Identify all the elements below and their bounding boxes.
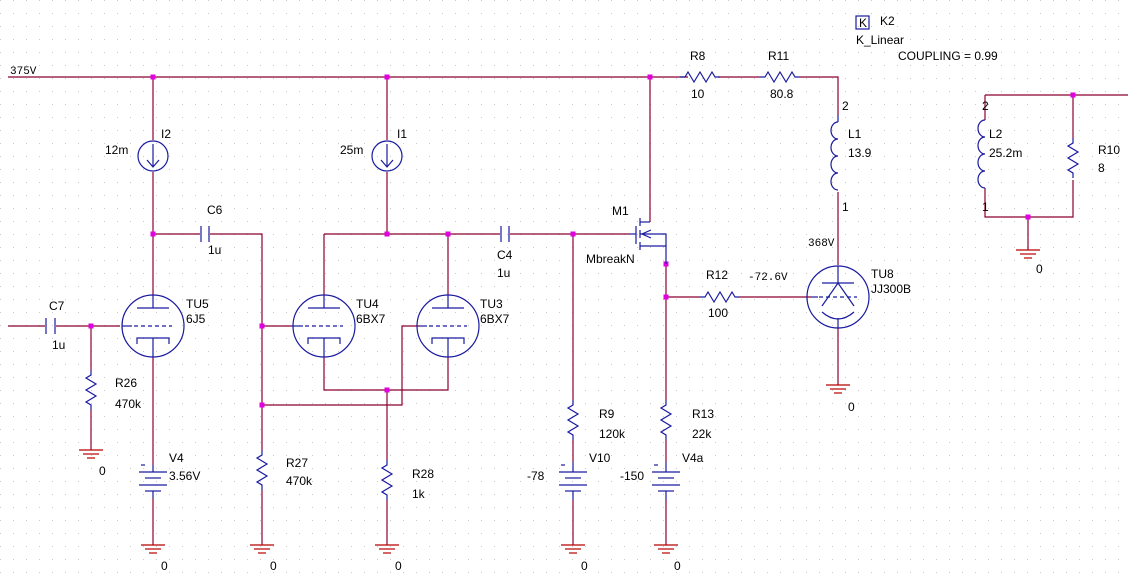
battery-v4a (652, 462, 680, 500)
tu4-label: TU4 (356, 297, 379, 311)
v4-value: 3.56V (169, 469, 200, 483)
capacitor-c4 (500, 226, 510, 242)
v4a-value: -150 (620, 469, 644, 483)
r9-label: R9 (599, 407, 615, 421)
l1-value: 13.9 (848, 146, 872, 160)
r9-value: 120k (599, 427, 626, 441)
tube-tu8 (806, 265, 870, 329)
i2-label: I2 (161, 127, 171, 141)
tu5-label: TU5 (186, 297, 209, 311)
r27-value: 470k (286, 474, 313, 488)
node-voltage-368: 368V (808, 238, 835, 250)
tu5-model: 6J5 (186, 312, 206, 326)
v4-label: V4 (169, 451, 184, 465)
k2-model: K_Linear (856, 33, 904, 47)
k2-symbol: K (859, 16, 867, 30)
r12-value: 100 (708, 306, 728, 320)
r26-value: 470k (115, 397, 142, 411)
battery-v4 (139, 464, 167, 498)
i1-label: I1 (397, 127, 407, 141)
coupling-label: COUPLING = 0.99 (898, 49, 998, 63)
r12-label: R12 (706, 268, 728, 282)
coupling-k2-box (855, 15, 870, 30)
battery-v10 (559, 462, 587, 500)
r26-label: R26 (115, 376, 137, 390)
m1-label: M1 (612, 204, 629, 218)
r27-label: R27 (286, 456, 308, 470)
tu3-model: 6BX7 (480, 312, 510, 326)
r10-label: R10 (1098, 143, 1120, 157)
current-source-i1 (371, 140, 403, 172)
m1-model: MbreakN (586, 252, 635, 266)
r11-label: R11 (768, 49, 789, 63)
c6-value: 1u (208, 243, 221, 257)
tube-tu4 (292, 294, 356, 358)
node-voltage-neg72: -72.6V (748, 272, 788, 284)
r11-value: 80.8 (770, 87, 794, 101)
l2-value: 25.2m (989, 146, 1022, 160)
c4-value: 1u (497, 266, 510, 280)
i2-value: 12m (105, 143, 128, 157)
v10-value: -78 (527, 469, 545, 483)
i1-value: 25m (340, 143, 363, 157)
tu4-model: 6BX7 (356, 312, 386, 326)
ground-label: 0 (581, 559, 588, 573)
c7-label: C7 (49, 299, 65, 313)
c6-label: C6 (207, 203, 223, 217)
ground-label: 0 (1036, 262, 1043, 276)
r13-label: R13 (692, 407, 714, 421)
ground-label: 0 (99, 464, 106, 478)
c4-label: C4 (497, 248, 513, 262)
ground-label: 0 (161, 559, 168, 573)
k2-label: K2 (880, 14, 895, 28)
current-source-i2 (137, 140, 169, 172)
ground-label: 0 (674, 559, 681, 573)
l1-pin2: 2 (842, 99, 849, 113)
r10-value: 8 (1098, 161, 1105, 175)
l2-pin1: 1 (982, 200, 989, 214)
l1-pin1: 1 (842, 200, 849, 214)
l1-label: L1 (848, 127, 862, 141)
r28-label: R28 (412, 467, 434, 481)
l2-pin2: 2 (982, 99, 989, 113)
ground-label: 0 (848, 400, 855, 414)
r28-value: 1k (412, 487, 426, 501)
tu8-model: JJ300B (871, 282, 911, 296)
inductor-l1 (830, 115, 839, 191)
wires (8, 76, 1128, 545)
v4a-label: V4a (682, 451, 704, 465)
r13-value: 22k (692, 427, 712, 441)
capacitor-c6 (200, 226, 210, 242)
mosfet-m1 (630, 218, 667, 264)
inductor-l2 (977, 119, 986, 189)
tu3-label: TU3 (480, 297, 503, 311)
rail-voltage-label: 375V (10, 66, 37, 78)
ground-label: 0 (270, 559, 277, 573)
ground-label: 0 (395, 559, 402, 573)
tube-tu5 (121, 294, 185, 358)
c7-value: 1u (52, 338, 65, 352)
tu8-label: TU8 (871, 267, 894, 281)
capacitor-c7 (45, 318, 56, 334)
r8-label: R8 (690, 49, 706, 63)
tube-tu3 (416, 294, 480, 358)
l2-label: L2 (989, 127, 1003, 141)
r8-value: 10 (691, 87, 705, 101)
v10-label: V10 (589, 451, 611, 465)
